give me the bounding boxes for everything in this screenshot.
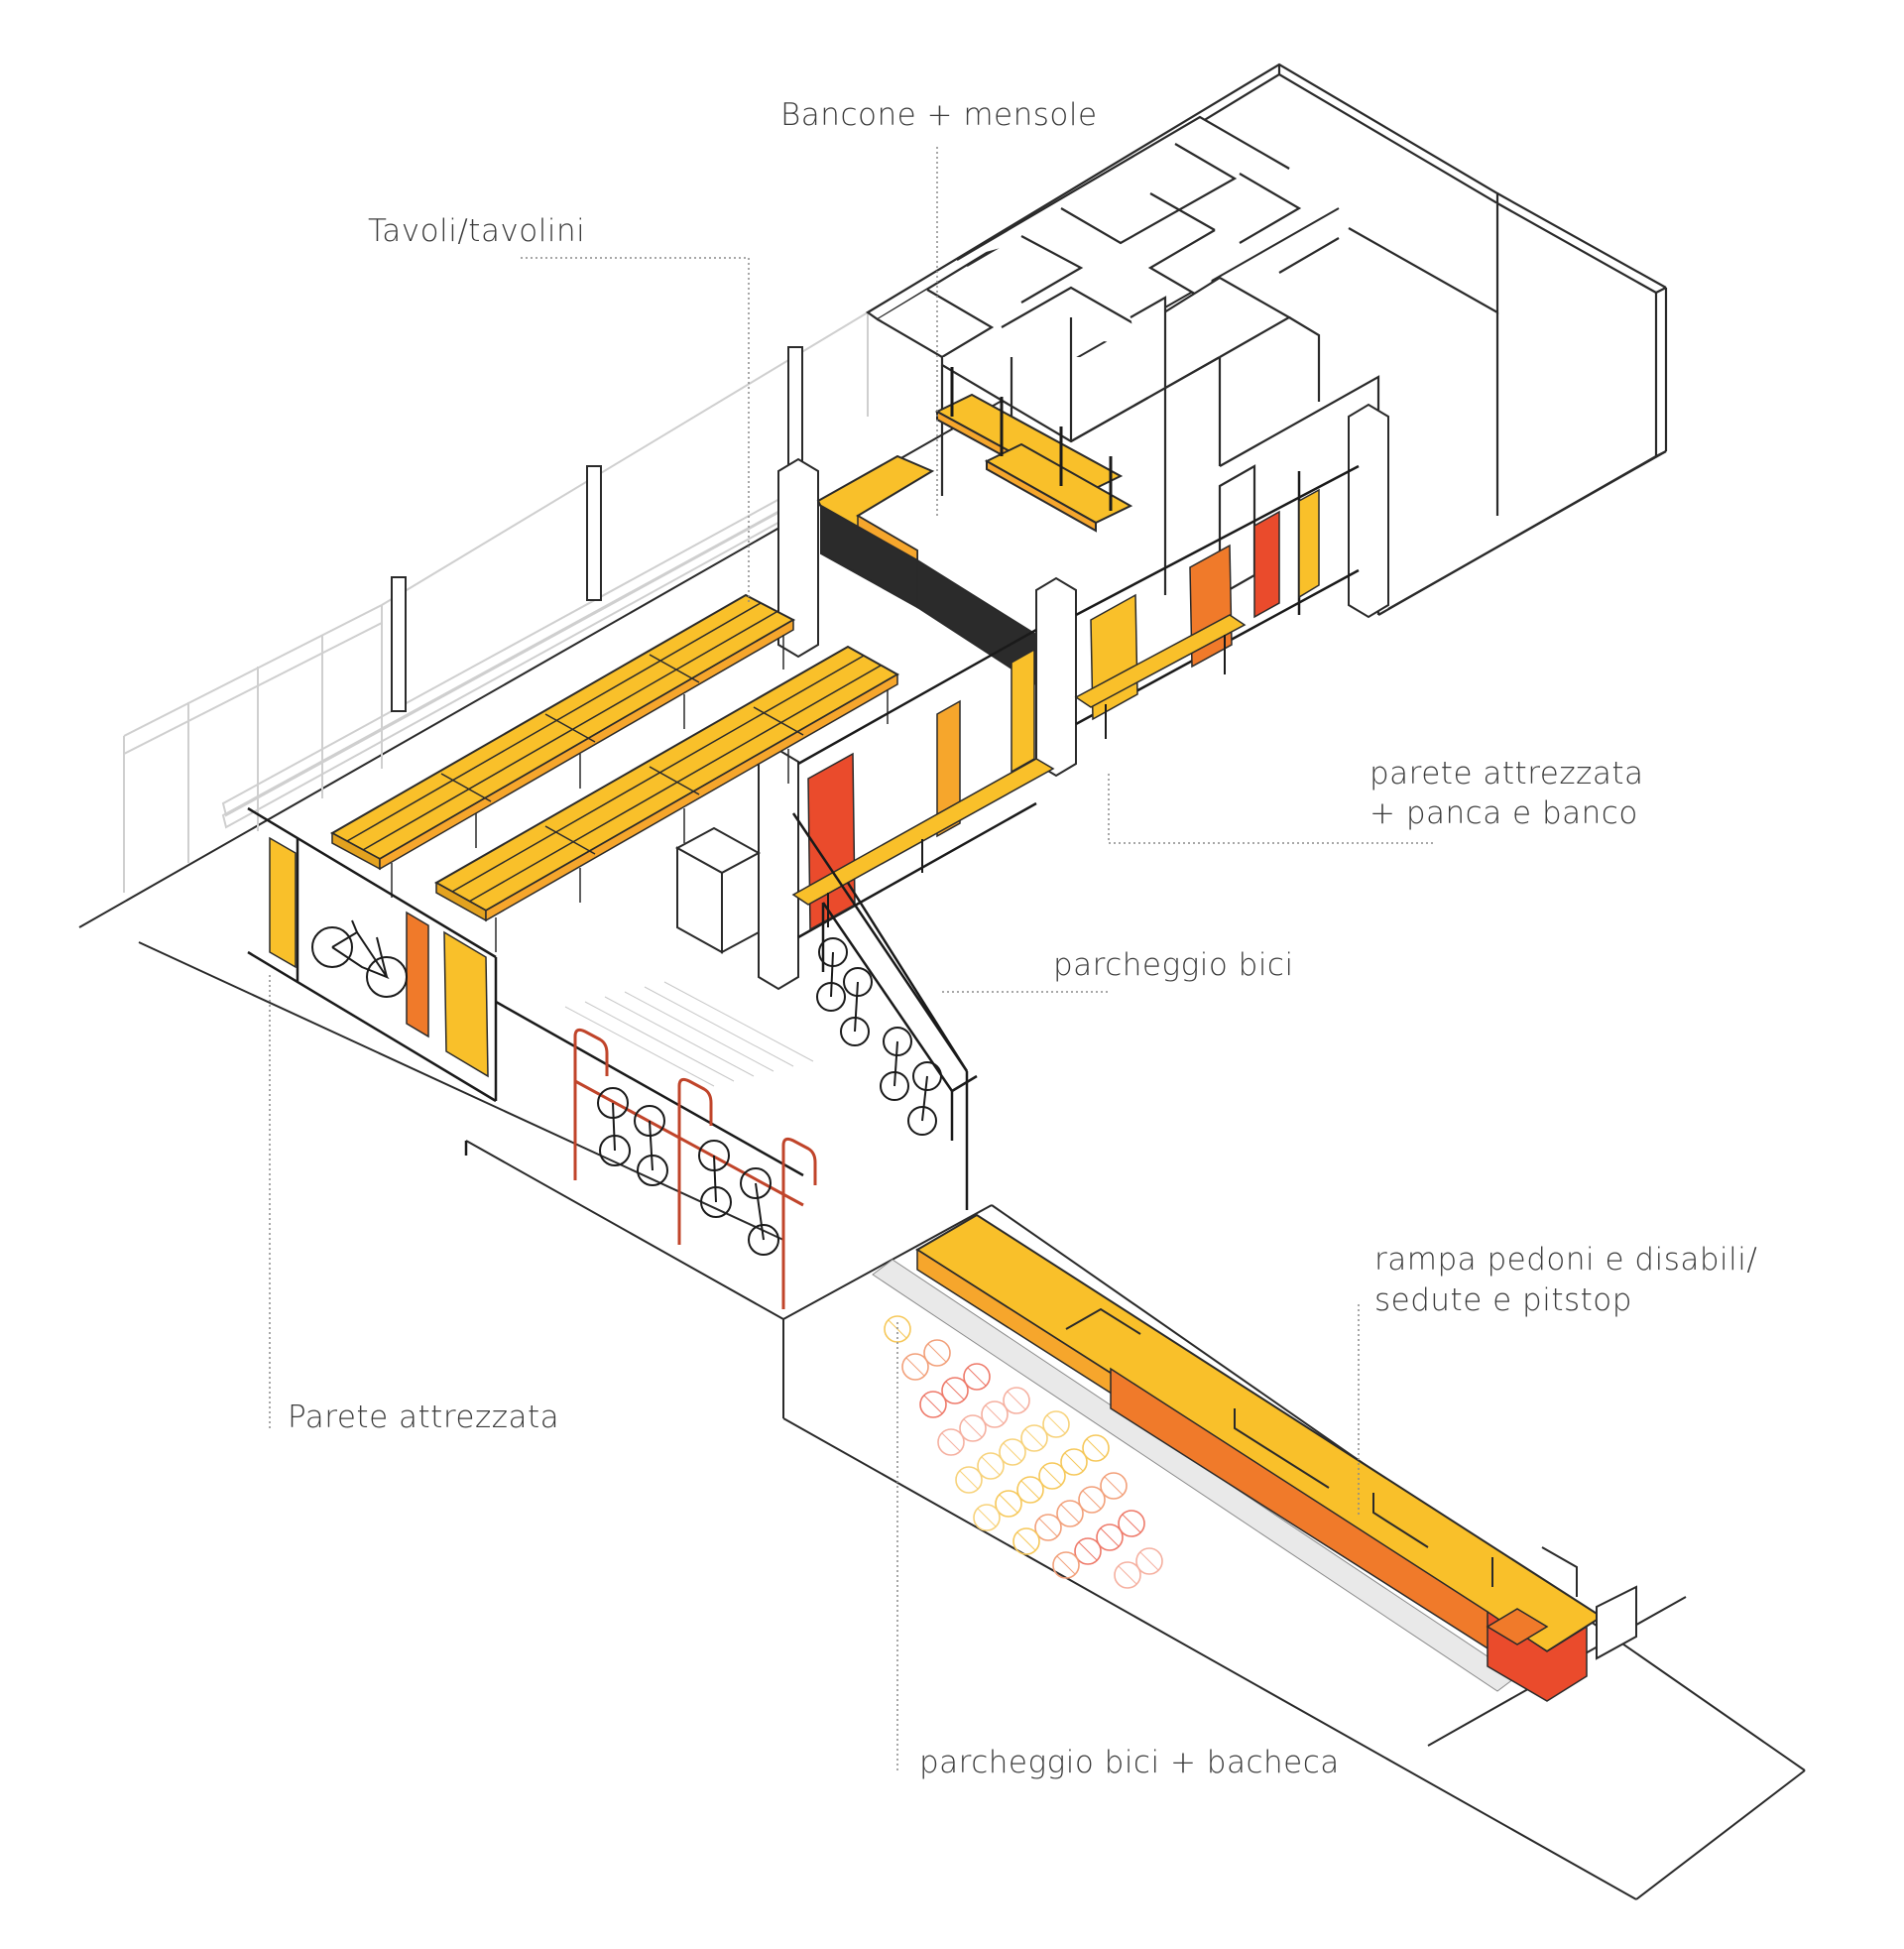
bicycle-hanging: [597, 1087, 631, 1166]
wheel-spoke: [959, 1470, 979, 1490]
wheel-decor: [999, 1438, 1026, 1466]
label-rampa-line1: rampa pedoni e disabili/: [1374, 1242, 1758, 1278]
wheel-spoke: [985, 1404, 1005, 1424]
wheel-spoke: [1104, 1476, 1124, 1496]
rampa-sedute: [872, 1213, 1637, 1702]
label-parete-attrezzata-line1: parete attrezzata: [1369, 756, 1644, 792]
wheel-spoke: [967, 1367, 987, 1387]
wheel-spoke: [1139, 1551, 1159, 1571]
bicycle-hanging: [740, 1167, 779, 1256]
wheel-spoke: [923, 1395, 943, 1414]
wheel-spoke: [1118, 1565, 1137, 1585]
wheel-spoke: [1046, 1414, 1066, 1434]
wheel-decor: [1038, 1462, 1066, 1490]
wheel-decor: [1074, 1537, 1102, 1565]
label-tavoli: Tavoli/tavolini: [368, 213, 586, 249]
wheel-decor: [1096, 1523, 1124, 1551]
wheel-spoke: [1016, 1531, 1036, 1551]
wheel-decor: [901, 1353, 929, 1381]
wheel-decor: [1114, 1561, 1141, 1589]
parete-attrezzata-sinistra: [247, 806, 804, 1177]
wheel-spoke: [981, 1456, 1001, 1476]
bancone-mensole: [816, 367, 1133, 686]
wheel-decor: [963, 1363, 991, 1391]
wheel-spoke: [1082, 1490, 1102, 1510]
bicycle-hanging: [880, 1027, 912, 1101]
label-parcheggio-bacheca: parcheggio bici + bacheca: [919, 1745, 1340, 1780]
wheel-spoke: [941, 1432, 961, 1452]
wheel-decor: [1082, 1434, 1110, 1462]
wheel-decor: [1118, 1510, 1145, 1537]
label-rampa-line2: sedute e pitstop: [1374, 1282, 1632, 1318]
wheel-decor: [941, 1377, 969, 1404]
wheel-decor: [977, 1452, 1005, 1480]
wheel-spoke: [1024, 1428, 1044, 1448]
wheel-decor: [1052, 1551, 1080, 1579]
wheel-decor: [937, 1428, 965, 1456]
bicycle-hanging: [907, 1061, 942, 1136]
wheel-spoke: [1078, 1541, 1098, 1561]
wheel-spoke: [963, 1418, 983, 1438]
wheel-spoke: [1003, 1442, 1022, 1462]
wheel-spoke: [1064, 1452, 1084, 1472]
wheel-decor: [1016, 1476, 1044, 1504]
wheel-decor: [919, 1391, 947, 1418]
wheel-spoke: [1086, 1438, 1106, 1458]
wheel-spoke: [1007, 1391, 1026, 1410]
wheel-decor: [959, 1414, 987, 1442]
wheel-decor: [1056, 1500, 1084, 1527]
wheel-decor: [1100, 1472, 1128, 1500]
bicycles: [311, 919, 942, 1256]
pillars: [758, 403, 1389, 991]
bike-wheel-decor: [884, 1315, 1163, 1589]
wheel-spoke: [905, 1357, 925, 1377]
wheel-spoke: [945, 1381, 965, 1401]
wheel-decor: [1020, 1424, 1048, 1452]
wheel-decor: [973, 1504, 1001, 1531]
ghost-facade: [123, 311, 869, 893]
bike-racks: [564, 812, 978, 1309]
building-upper-floor: [865, 62, 1668, 616]
wheel-spoke: [1060, 1504, 1080, 1523]
bicycle-hanging: [634, 1105, 668, 1186]
wheel-decor: [981, 1401, 1009, 1428]
wheel-spoke: [977, 1508, 997, 1527]
label-parcheggio-bici: parcheggio bici: [1053, 947, 1294, 983]
parete-attrezzata-panca: [791, 464, 1360, 939]
wheel-spoke: [1056, 1555, 1076, 1575]
bicycle-side: [311, 919, 408, 998]
wheel-spoke: [1122, 1514, 1141, 1533]
tavoli: [329, 593, 900, 952]
wheel-decor: [1003, 1387, 1030, 1414]
wheel-spoke: [927, 1343, 947, 1363]
wheel-decor: [995, 1490, 1022, 1518]
wheel-spoke: [999, 1494, 1018, 1514]
leader-lines: [269, 147, 1433, 1770]
wheel-decor: [1078, 1486, 1106, 1514]
wheel-decor: [1060, 1448, 1088, 1476]
wheel-spoke: [1038, 1518, 1058, 1537]
wheel-decor: [1135, 1547, 1163, 1575]
kiosk-box: [674, 826, 762, 954]
wheel-decor: [955, 1466, 983, 1494]
wheel-decor: [923, 1339, 951, 1367]
label-bancone-mensole: Bancone + mensole: [780, 97, 1098, 133]
wheel-spoke: [1100, 1527, 1120, 1547]
wheel-decor: [1042, 1410, 1070, 1438]
wheel-decor: [1012, 1527, 1040, 1555]
bicycle-hanging: [698, 1140, 732, 1218]
facade-posts: [391, 346, 803, 712]
label-parete-attrezzata-line2: + panca e banco: [1369, 795, 1638, 831]
wheel-decor: [1034, 1514, 1062, 1541]
label-parete-attrezzata: Parete attrezzata: [288, 1400, 560, 1435]
bicycle-hanging: [816, 937, 848, 1012]
wheel-spoke: [1042, 1466, 1062, 1486]
bicycle-hanging: [840, 967, 873, 1046]
wheel-spoke: [1020, 1480, 1040, 1500]
